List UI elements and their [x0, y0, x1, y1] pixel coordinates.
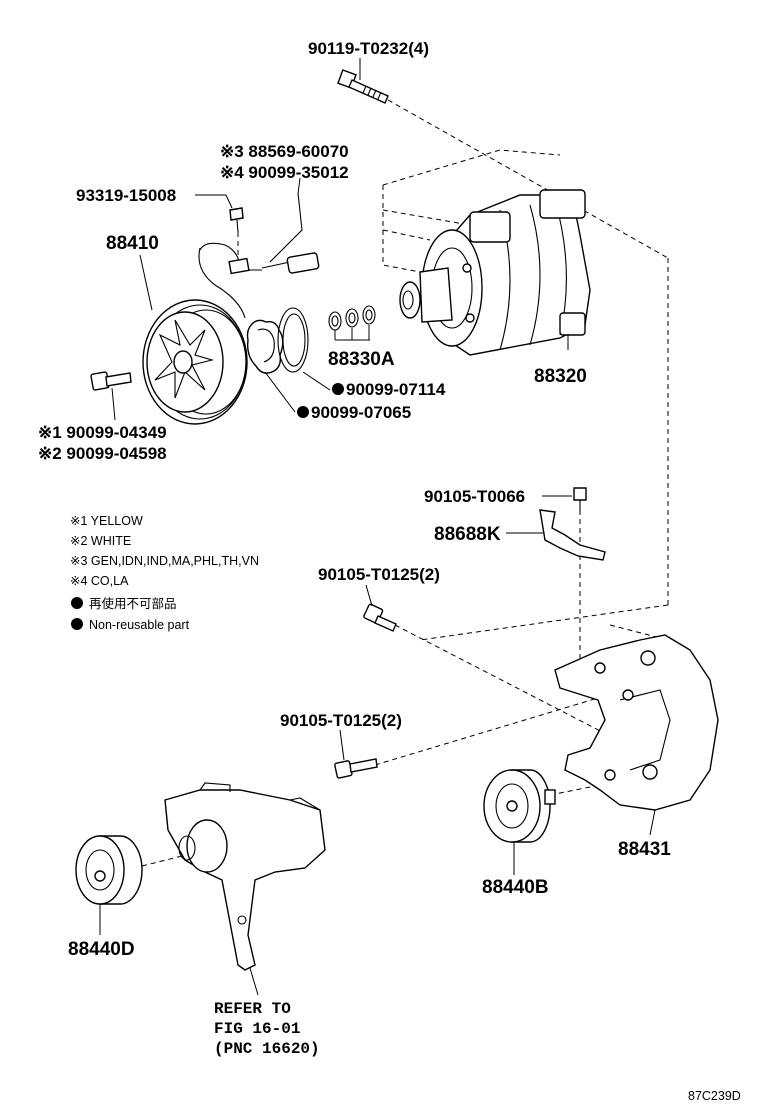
- legend-note4: ※4 CO,LA: [70, 574, 129, 588]
- label-bracket: 88431: [618, 839, 671, 860]
- bolt-top-icon: [337, 69, 389, 104]
- label-bolt-opt2: ※2 90099-04598: [38, 444, 167, 463]
- nonreusable-dot-icon: [297, 406, 309, 418]
- label-idler-d: 88440D: [68, 939, 135, 960]
- label-refer-line3: (PNC 16620): [214, 1040, 320, 1058]
- legend-dot-icon: [71, 618, 83, 630]
- bracket-icon: [554, 634, 719, 811]
- legend-nonreusable-jp: 再使用不可部品: [89, 596, 177, 611]
- label-shims: 88330A: [328, 349, 395, 370]
- compressor-icon: [399, 189, 591, 356]
- label-bolt-bracket-small: 90105-T0066: [424, 487, 525, 506]
- idler-pulley-d-icon: [75, 835, 143, 905]
- label-refer-line2: FIG 16-01: [214, 1020, 300, 1038]
- legend-dot-icon: [71, 597, 83, 609]
- legend-note2: ※2 WHITE: [70, 534, 131, 548]
- shim-icon: [328, 305, 376, 331]
- label-clutch: 88410: [106, 233, 159, 254]
- assembly-lines: [141, 99, 669, 867]
- small-bracket-icon: [539, 487, 606, 561]
- idler-bracket-icon: [164, 782, 326, 971]
- nonreusable-dot-icon: [332, 383, 344, 395]
- screw-icon: [229, 207, 244, 255]
- label-bolt-low: 90105-T0125(2): [280, 711, 402, 730]
- label-wire-opt4: ※4 90099-35012: [220, 163, 349, 182]
- label-bolt-top: 90119-T0232(4): [308, 39, 429, 58]
- low-bolt-icon: [334, 758, 378, 779]
- clutch-bolt-icon: [90, 371, 132, 391]
- label-idler-b: 88440B: [482, 877, 549, 898]
- callout-labels: 90119-T0232(4) ※3 88569-60070 ※4 90099-3…: [38, 39, 741, 1103]
- leader-lines: [99, 58, 656, 996]
- label-diagram-code: 87C239D: [688, 1089, 741, 1103]
- label-bracket-small: 88688K: [434, 524, 501, 545]
- legend: ※1 YELLOW ※2 WHITE ※3 GEN,IDN,IND,MA,PHL…: [70, 514, 259, 632]
- label-ring-a: 90099-07114: [346, 380, 446, 399]
- label-compressor: 88320: [534, 366, 587, 387]
- legend-nonreusable-en: Non-reusable part: [89, 618, 190, 632]
- retaining-ring-icon: [277, 307, 309, 373]
- connector-icon: [199, 192, 320, 275]
- legend-note1: ※1 YELLOW: [70, 514, 143, 528]
- label-ring-b: 90099-07065: [311, 403, 411, 422]
- legend-note3: ※3 GEN,IDN,IND,MA,PHL,TH,VN: [70, 554, 259, 568]
- label-wire-opt3: ※3 88569-60070: [220, 142, 349, 161]
- idler-pulley-b-icon: [483, 769, 556, 843]
- label-bolt-mid: 90105-T0125(2): [318, 565, 440, 584]
- label-refer-line1: REFER TO: [214, 1000, 291, 1018]
- label-screw: 93319-15008: [76, 186, 176, 205]
- snap-ring-icon: [246, 319, 284, 374]
- clutch-pulley-icon: [142, 247, 248, 425]
- label-bolt-opt1: ※1 90099-04349: [38, 423, 167, 442]
- mid-bolt-icon: [363, 603, 397, 632]
